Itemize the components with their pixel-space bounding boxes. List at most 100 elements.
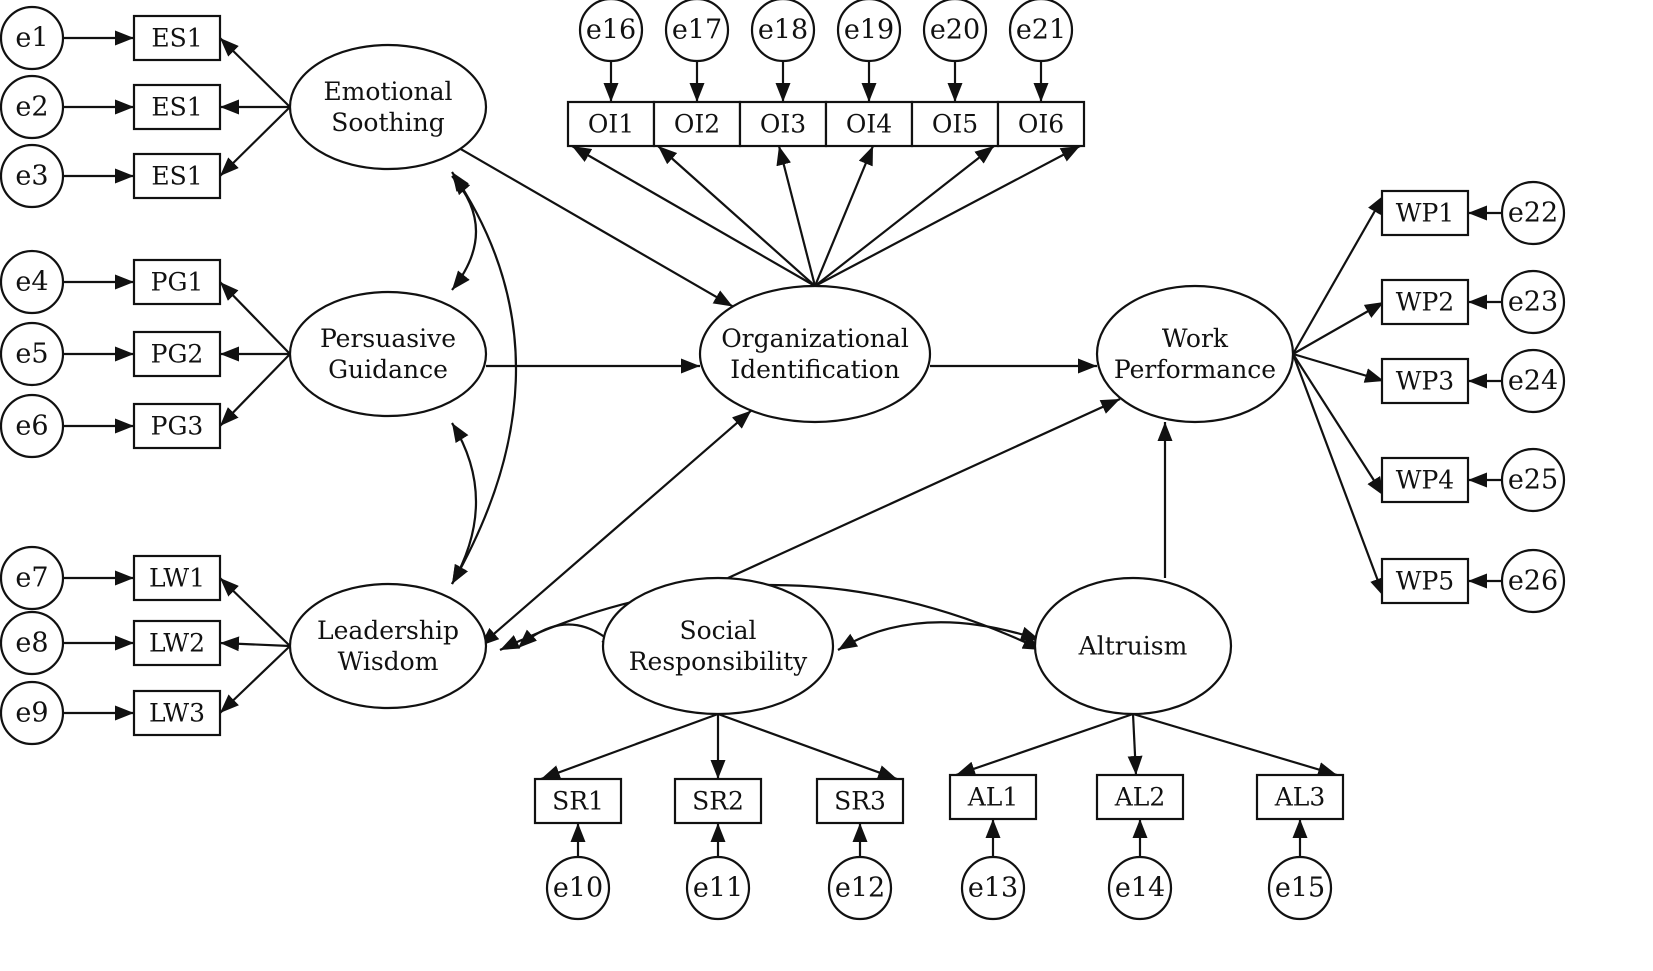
latent-label-line: Emotional <box>323 77 452 106</box>
latent-ellipse <box>698 284 932 424</box>
indicator-wp3: WP3 <box>1380 357 1470 405</box>
error-circle <box>827 855 893 921</box>
error-label: e19 <box>844 15 894 46</box>
error-label: e24 <box>1508 366 1558 397</box>
error-term-e25: e25 <box>1500 447 1566 513</box>
indicator-al1: AL1 <box>948 773 1038 821</box>
error-label: e14 <box>1115 873 1165 904</box>
latent-al: Altruism <box>1033 576 1233 716</box>
indicator-label: PG2 <box>151 340 204 369</box>
latent-ellipse <box>288 582 488 710</box>
indicator-box <box>652 100 742 148</box>
indicator-box <box>132 14 222 62</box>
error-circle <box>1500 269 1566 335</box>
latent-label-line: Organizational <box>721 324 909 353</box>
error-label: e26 <box>1508 566 1558 597</box>
error-circle <box>545 855 611 921</box>
error-circle <box>0 680 65 746</box>
loading-LW-3 <box>219 645 291 714</box>
indicator-box <box>815 777 905 825</box>
indicator-pg3: PG3 <box>132 402 222 450</box>
error-circle <box>0 5 65 71</box>
error-label: e2 <box>15 92 48 123</box>
error-label: e5 <box>15 339 48 370</box>
indicator-box <box>1380 357 1470 405</box>
error-term-e13: e13 <box>960 855 1026 921</box>
loading-OI-1 <box>571 145 816 287</box>
indicator-lw3: LW3 <box>132 689 222 737</box>
path-sr-to-wp <box>727 397 1121 580</box>
indicator-label: PG3 <box>151 412 204 441</box>
error-label: e3 <box>15 161 48 192</box>
indicator-box <box>132 152 222 200</box>
error-label: e12 <box>835 873 885 904</box>
indicator-wp5: WP5 <box>1380 557 1470 605</box>
indicator-label: LW3 <box>149 699 205 728</box>
error-label: e13 <box>968 873 1018 904</box>
indicator-sr1: SR1 <box>533 777 623 825</box>
loading-OI-2 <box>657 145 816 287</box>
error-label: e15 <box>1275 873 1325 904</box>
indicator-oi5: OI5 <box>910 100 1000 148</box>
indicator-wp2: WP2 <box>1380 278 1470 326</box>
indicator-label: WP4 <box>1396 466 1454 495</box>
error-circle <box>0 321 65 387</box>
error-label: e21 <box>1016 15 1066 46</box>
error-term-e24: e24 <box>1500 348 1566 414</box>
indicator-label: LW2 <box>149 629 205 658</box>
indicator-oi2: OI2 <box>652 100 742 148</box>
error-term-e20: e20 <box>922 0 988 63</box>
latent-label-line: Altruism <box>1078 632 1188 661</box>
indicator-box <box>1095 773 1185 821</box>
error-term-e8: e8 <box>0 610 65 676</box>
indicator-box <box>1380 557 1470 605</box>
indicator-box <box>132 330 222 378</box>
error-label: e22 <box>1508 198 1558 229</box>
indicator-box <box>1255 773 1345 821</box>
nodes-layer: ES1e1ES1e2ES1e3PG1e4PG2e5PG3e6LW1e7LW2e8… <box>0 0 1566 921</box>
error-circle <box>0 143 65 209</box>
indicator-label: OI3 <box>760 110 806 139</box>
indicator-box <box>673 777 763 825</box>
error-circle <box>0 249 65 315</box>
loading-AL-2 <box>1127 713 1143 776</box>
indicator-label: OI2 <box>674 110 720 139</box>
covariance-es-lw <box>451 171 518 585</box>
error-circle <box>960 855 1026 921</box>
error-circle <box>750 0 816 63</box>
error-circle <box>0 610 65 676</box>
loading-OI-3 <box>776 145 817 287</box>
error-term-e4: e4 <box>0 249 65 315</box>
indicator-label: OI1 <box>588 110 634 139</box>
indicator-sr3: SR3 <box>815 777 905 825</box>
error-circle <box>578 0 644 63</box>
indicator-box <box>533 777 623 825</box>
path-lw-to-oi <box>479 409 752 647</box>
error-circle <box>0 545 65 611</box>
loading-WP-4 <box>1292 353 1385 497</box>
error-label: e25 <box>1508 465 1558 496</box>
indicator-es1: ES1 <box>132 152 222 200</box>
edges-layer <box>63 30 1502 857</box>
loading-AL-3 <box>1132 712 1338 777</box>
error-label: e9 <box>15 698 48 729</box>
covariance-es-pg <box>451 175 478 291</box>
error-circle <box>1500 548 1566 614</box>
indicator-label: WP3 <box>1396 367 1454 396</box>
loading-SR-1 <box>540 712 719 781</box>
loading-PG-3 <box>219 353 291 427</box>
loading-PG-1 <box>219 281 291 355</box>
error-term-e16: e16 <box>578 0 644 63</box>
indicator-lw1: LW1 <box>132 554 222 602</box>
loading-ES-1 <box>219 37 291 108</box>
loading-WP-3 <box>1292 352 1385 383</box>
error-term-e5: e5 <box>0 321 65 387</box>
indicator-box <box>1380 456 1470 504</box>
error-circle <box>0 74 65 140</box>
latent-label-line: Identification <box>730 355 900 384</box>
error-label: e10 <box>553 873 603 904</box>
latent-ellipse <box>288 290 488 418</box>
